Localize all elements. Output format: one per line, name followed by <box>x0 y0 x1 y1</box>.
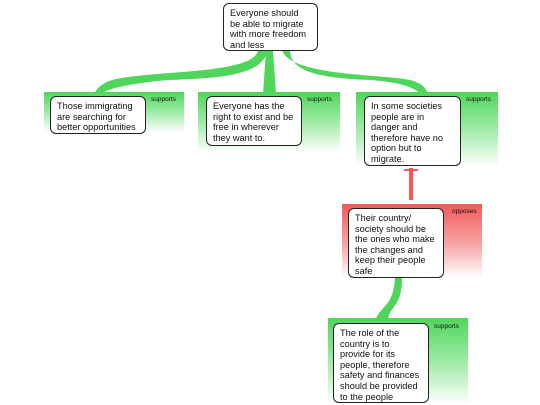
root-claim-text: Everyone should be able to migrate with … <box>230 8 307 50</box>
node-3-text: In some societies people are in danger a… <box>371 101 444 164</box>
link-root-n2 <box>263 50 276 94</box>
root-claim[interactable]: Everyone should be able to migrate with … <box>223 3 318 51</box>
node-1-relation: supports <box>151 96 176 103</box>
link-root-n1 <box>94 50 268 94</box>
node-3-relation: supports <box>466 96 491 103</box>
node-2-box[interactable]: Everyone has the right to exist and be f… <box>206 96 302 146</box>
node-2-relation: supports <box>307 96 332 103</box>
node-4-relation: opposes <box>452 208 477 215</box>
link-n4-n5 <box>376 278 402 320</box>
node-1-box[interactable]: Those immigrating are searching for bett… <box>50 96 146 134</box>
node-4-box[interactable]: Their country/ society should be the one… <box>348 208 444 278</box>
node-3-box[interactable]: In some societies people are in danger a… <box>364 96 461 166</box>
node-2-text: Everyone has the right to exist and be f… <box>213 101 294 143</box>
node-1-text: Those immigrating are searching for bett… <box>57 101 136 133</box>
node-4-text: Their country/ society should be the one… <box>355 213 435 276</box>
node-5-text: The role of the country is to provide fo… <box>340 328 420 402</box>
node-5-relation: supports <box>434 323 459 330</box>
node-5-box[interactable]: The role of the country is to provide fo… <box>333 323 429 403</box>
link-root-n3 <box>282 50 428 94</box>
